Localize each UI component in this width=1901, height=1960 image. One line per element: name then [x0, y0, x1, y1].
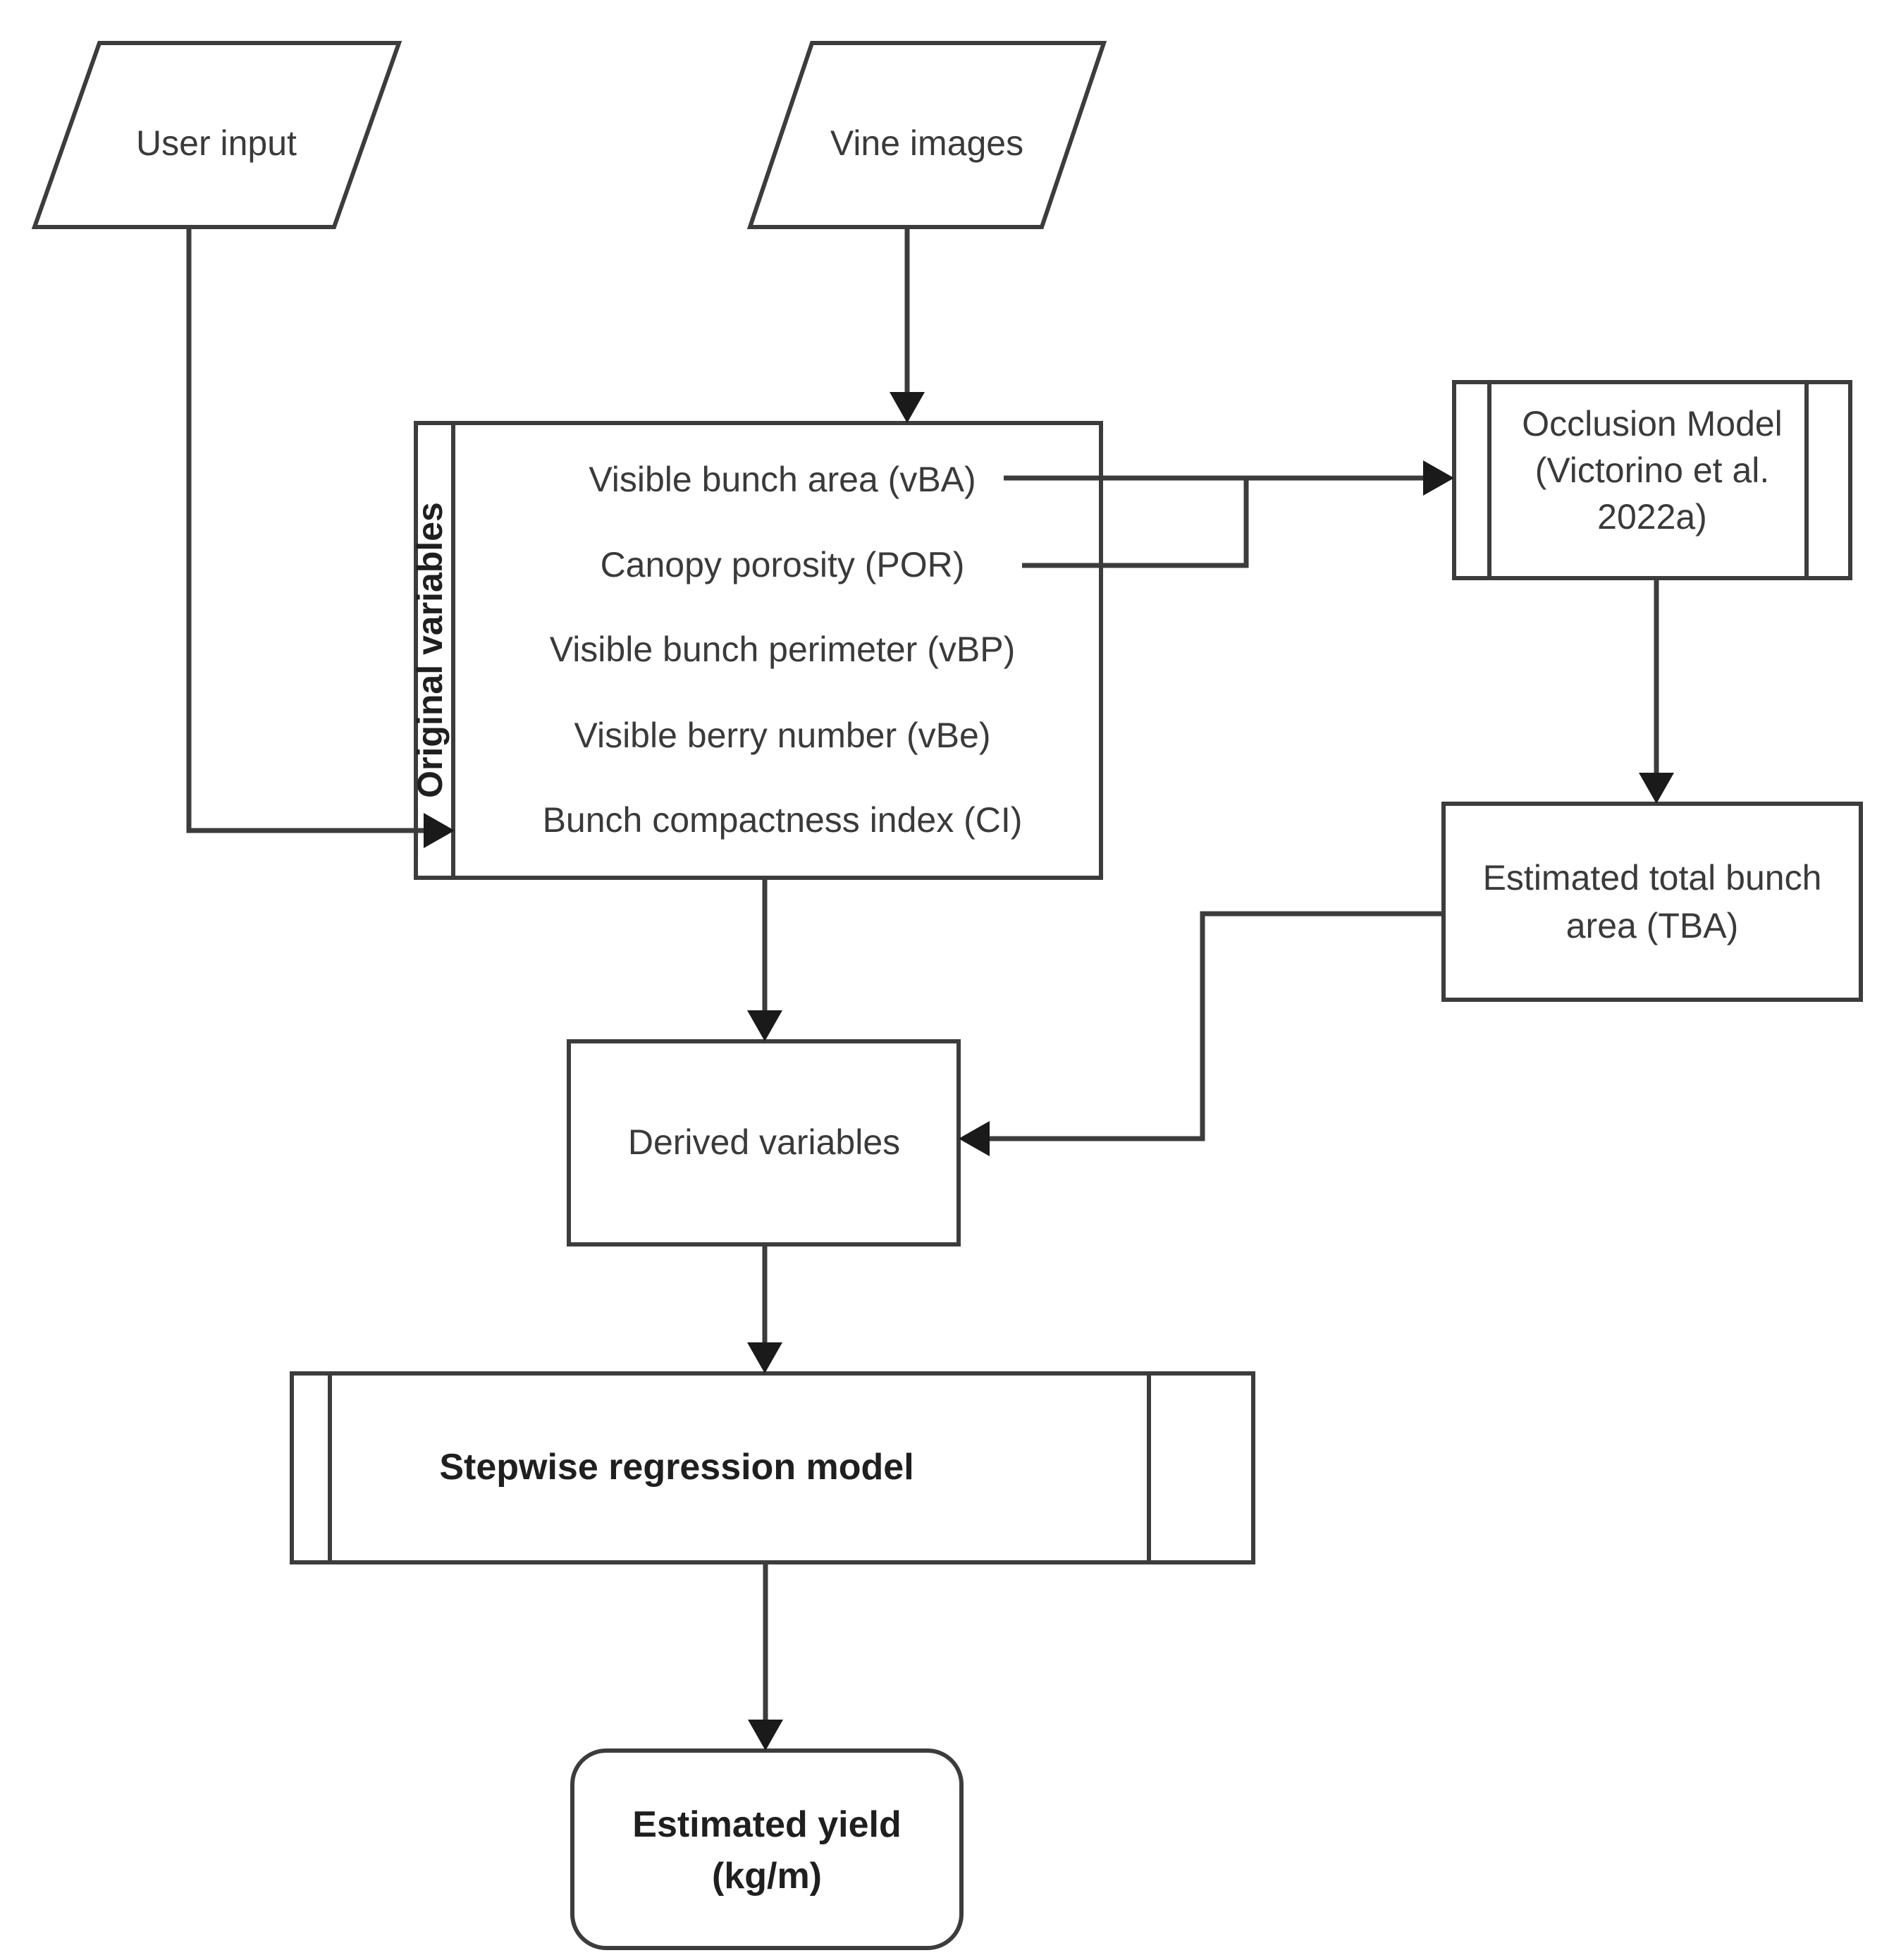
node-estimated-yield[interactable]: Estimated yield (kg/m) [570, 1748, 964, 1950]
arrowhead-down [748, 1720, 783, 1751]
stepwise-model-shape [290, 1371, 1255, 1564]
original-variable-item-por: Canopy porosity (POR) [601, 545, 965, 584]
node-stepwise-model[interactable]: Stepwise regression model [290, 1371, 1255, 1564]
original-variables-side-label: Original variables [410, 502, 450, 798]
vine-images-shape [746, 41, 1107, 229]
vine-images-label: Vine images [830, 123, 1023, 163]
edge-derived-variables-to-stepwise-model [747, 1244, 782, 1373]
node-user-input[interactable]: User input [31, 41, 402, 229]
original-variable-item-vbe: Visible berry number (vBe) [574, 716, 991, 755]
occlusion-model-line-2: (Victorino et al. [1535, 451, 1770, 490]
original-variable-item-vba: Visible bunch area (vBA) [589, 460, 976, 499]
original-variable-item-vbp: Visible bunch perimeter (vBP) [550, 630, 1015, 669]
occlusion-model-line-1: Occlusion Model [1522, 404, 1783, 443]
derived-variables-label: Derived variables [628, 1122, 900, 1162]
estimated-yield-line-2: (kg/m) [712, 1856, 822, 1897]
node-derived-variables[interactable]: Derived variables [567, 1039, 961, 1247]
edge-occlusion-model-to-total-bunch-area [1639, 578, 1674, 804]
derived-variables-shape [567, 1039, 961, 1247]
arrowhead-right [1423, 460, 1454, 496]
edge-user-input-to-original-variables [186, 227, 455, 848]
total-bunch-area-shape [1441, 802, 1863, 1002]
node-original-variables[interactable]: Original variables Visible bunch area (v… [410, 421, 1103, 880]
occlusion-model-line-3: 2022a) [1597, 497, 1707, 537]
estimated-yield-shape [570, 1748, 964, 1950]
node-vine-images[interactable]: Vine images [746, 41, 1107, 229]
user-input-label: User input [136, 123, 297, 163]
edge-original-variables-to-derived-variables [747, 878, 782, 1041]
edge-stepwise-model-to-estimated-yield [748, 1562, 783, 1751]
arrowhead-down [747, 1010, 782, 1041]
arrowhead-left [959, 1121, 990, 1156]
edge-vine-images-to-original-variables [890, 227, 925, 423]
node-occlusion-model[interactable]: Occlusion Model (Victorino et al. 2022a) [1452, 380, 1852, 580]
edge-vba-to-occlusion-model [1004, 460, 1454, 496]
arrowhead-right [424, 813, 455, 848]
node-total-bunch-area[interactable]: Estimated total bunch area (TBA) [1441, 802, 1863, 1002]
arrowhead-down [1639, 773, 1674, 804]
edge-total-bunch-area-to-derived-variables [959, 911, 1444, 1156]
user-input-shape [31, 41, 402, 229]
estimated-yield-line-1: Estimated yield [632, 1804, 901, 1845]
total-bunch-area-line-2: area (TBA) [1566, 906, 1739, 945]
original-variable-item-ci: Bunch compactness index (CI) [543, 800, 1023, 840]
arrowhead-down [747, 1342, 782, 1373]
stepwise-model-label: Stepwise regression model [439, 1447, 913, 1488]
arrowhead-down [890, 392, 925, 423]
occlusion-model-shape [1452, 380, 1852, 580]
edge-por-to-occlusion-model [1022, 478, 1249, 568]
original-variables-shape [414, 421, 1103, 880]
total-bunch-area-line-1: Estimated total bunch [1483, 858, 1822, 898]
